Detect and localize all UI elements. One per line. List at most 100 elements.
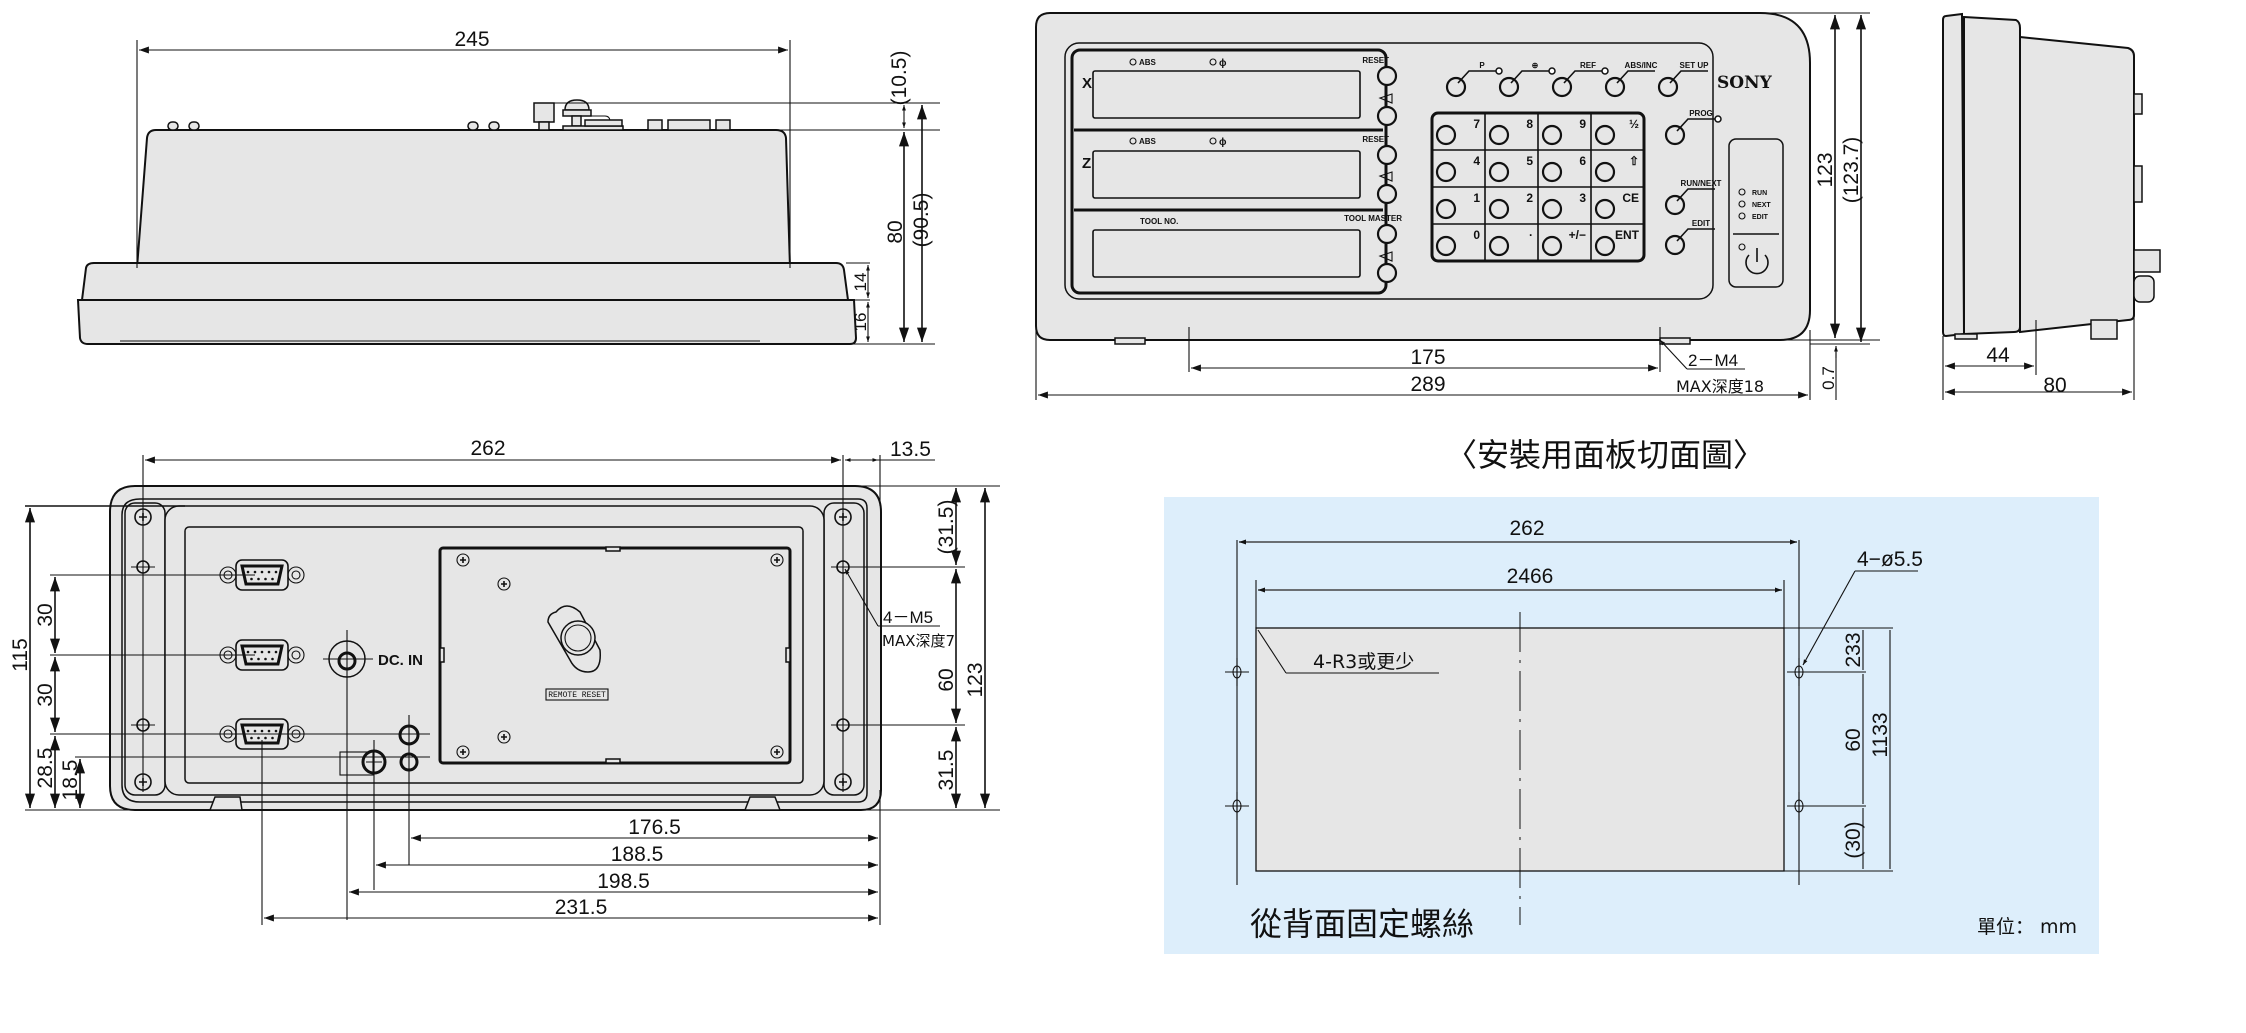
function-key-1[interactable]: P (1445, 61, 1503, 98)
keypad-key-key-14[interactable]: +/− (1541, 228, 1586, 257)
preset-button-z[interactable] (1376, 183, 1398, 205)
dsub-connectors (219, 559, 305, 750)
keypad-key-key-13[interactable]: · (1488, 228, 1533, 257)
base-lower (76, 299, 858, 345)
keypad-key-4-4[interactable]: 4 (1435, 154, 1480, 183)
plate-screw-4 (770, 745, 784, 759)
function-key-1-label: P (1479, 61, 1485, 70)
dim-label-13-5: 13.5 (890, 438, 931, 461)
function-key-5-circle[interactable] (1657, 76, 1679, 98)
keypad-key-5-5[interactable]: 5 (1488, 154, 1533, 183)
remote-connector[interactable] (560, 620, 596, 656)
dim-label-123: 123 (1814, 152, 1837, 187)
function-key-3[interactable]: REF (1551, 61, 1609, 98)
function-key-4[interactable]: ABS/INC (1604, 61, 1658, 98)
thread-depth-m4: MAX深度18 (1676, 377, 1764, 396)
function-key-2-label: ⊕ (1532, 61, 1539, 70)
keypad-key-button[interactable] (1541, 161, 1563, 183)
status-led-edit (1738, 212, 1746, 220)
keypad-key-label: 0 (1473, 228, 1480, 242)
keypad-key-button[interactable] (1541, 198, 1563, 220)
keypad-key-0-12[interactable]: 0 (1435, 228, 1480, 257)
keypad-key-button[interactable] (1488, 198, 1510, 220)
reset-button-z[interactable] (1376, 144, 1398, 166)
keypad-key-key-7[interactable]: ⇧ (1594, 154, 1639, 183)
keypad-key-button[interactable] (1594, 161, 1616, 183)
phi-label-x: ϕ (1219, 58, 1227, 69)
side-key-run-next-leader (1676, 188, 1715, 202)
keypad-key-label: 4 (1473, 154, 1480, 168)
tool-master-button[interactable] (1376, 223, 1398, 245)
power-icon[interactable] (1745, 248, 1769, 275)
reset-label-z: RESET (1362, 135, 1389, 144)
keypad-key-button[interactable] (1488, 161, 1510, 183)
keypad-key-label: 2 (1526, 191, 1533, 205)
keypad-key-button[interactable] (1435, 124, 1457, 146)
function-key-2-led (1548, 67, 1556, 75)
keypad-key-ent-15[interactable]: ENT (1594, 228, 1640, 257)
plate-screw-2 (770, 553, 784, 567)
dim-label-90-5: (90.5) (910, 193, 933, 248)
keypad-key-key-3[interactable]: ½ (1594, 117, 1639, 146)
function-key-2-circle[interactable] (1498, 76, 1520, 98)
keypad-key-button[interactable] (1594, 235, 1616, 257)
dim-label-30b: 30 (34, 683, 57, 706)
keypad-key-1-8[interactable]: 1 (1435, 191, 1480, 220)
keypad-key-7-0[interactable]: 7 (1435, 117, 1480, 146)
function-key-1-circle[interactable] (1445, 76, 1467, 98)
dim-label-80: 80 (884, 220, 907, 243)
keypad-key-button[interactable] (1435, 235, 1457, 257)
side-key-run-next-label: RUN/NEXT (1681, 179, 1722, 188)
keypad-key-button[interactable] (1594, 198, 1616, 220)
status-led-next (1738, 200, 1746, 208)
function-key-3-led (1601, 67, 1609, 75)
tool-preset-button[interactable] (1376, 262, 1398, 284)
keypad-key-button[interactable] (1435, 198, 1457, 220)
top-bumps (167, 121, 500, 131)
side-key-run-next[interactable]: RUN/NEXT (1664, 179, 1722, 216)
function-key-5[interactable]: SET UP (1657, 61, 1709, 98)
foot-right (1659, 337, 1691, 345)
keypad-key-9-2[interactable]: 9 (1541, 117, 1586, 146)
keypad-key-label: 1 (1473, 191, 1480, 205)
keypad-key-2-9[interactable]: 2 (1488, 191, 1533, 220)
side-key-edit[interactable]: EDIT (1664, 219, 1715, 256)
side-case (2019, 35, 2135, 334)
dim-label-2466: 2466 (1507, 565, 1554, 588)
hole-note: 4−ø5.5 (1857, 548, 1923, 571)
keypad-key-button[interactable] (1435, 161, 1457, 183)
triangle-icon-tool (1378, 251, 1393, 262)
keypad-key-button[interactable] (1541, 124, 1563, 146)
function-key-4-circle[interactable] (1604, 76, 1626, 98)
reset-button-x[interactable] (1376, 65, 1398, 87)
upper-housing (135, 129, 792, 269)
side-key-prog[interactable]: PROG (1664, 109, 1722, 146)
side-key-run-next-circle[interactable] (1664, 194, 1686, 216)
phi-label-z: ϕ (1219, 137, 1227, 148)
status-led-label-run: RUN (1752, 190, 1767, 197)
cutout-title: 〈安裝用面板切面圖〉 (1445, 436, 1765, 474)
keypad-key-button[interactable] (1541, 235, 1563, 257)
keypad-key-3-10[interactable]: 3 (1541, 191, 1586, 220)
keypad-key-6-6[interactable]: 6 (1541, 154, 1586, 183)
cutout-footer: 從背面固定螺絲 (1250, 905, 1474, 943)
dim-label-1133: 1133 (1869, 712, 1892, 757)
keypad-key-button[interactable] (1488, 235, 1510, 257)
function-key-3-circle[interactable] (1551, 76, 1573, 98)
corner-note: 4-R3或更少 (1313, 651, 1414, 673)
function-key-2[interactable]: ⊕ (1498, 61, 1556, 98)
side-key-edit-circle[interactable] (1664, 234, 1686, 256)
keypad-key-button[interactable] (1488, 124, 1510, 146)
leader-m4 (1659, 339, 1688, 370)
dim-label-14: 14 (851, 273, 870, 292)
keypad-key-ce-11[interactable]: CE (1594, 191, 1639, 220)
side-key-prog-circle[interactable] (1664, 124, 1686, 146)
preset-button-x[interactable] (1376, 105, 1398, 127)
keypad-key-8-1[interactable]: 8 (1488, 117, 1533, 146)
dim-label-233: 233 (1842, 632, 1865, 667)
keypad-key-button[interactable] (1594, 124, 1616, 146)
dsub-connector-1[interactable] (219, 559, 305, 591)
